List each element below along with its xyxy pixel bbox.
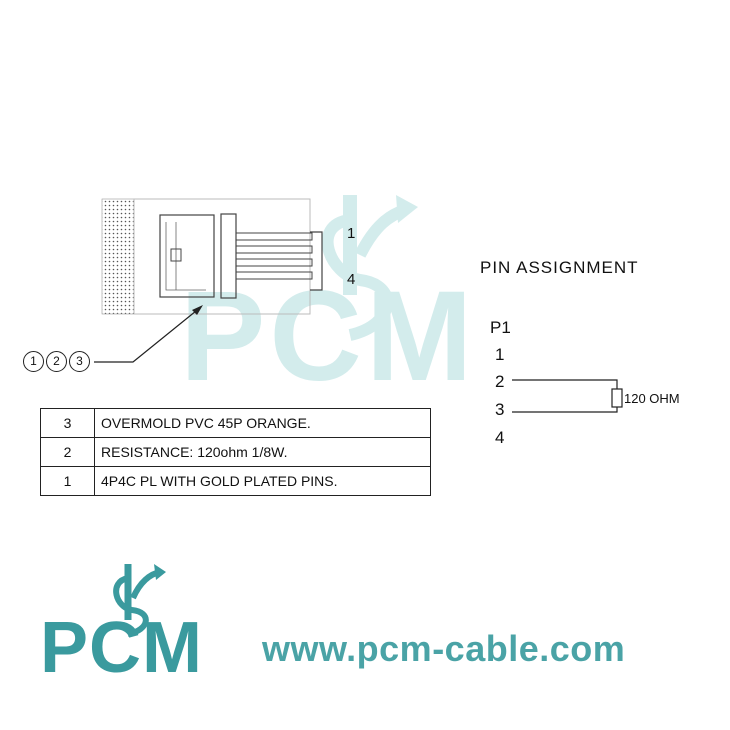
- pin-3: 3: [495, 400, 505, 419]
- resistor-label: 120 OHM: [624, 391, 680, 406]
- table-row: 1 4P4C PL WITH GOLD PLATED PINS.: [40, 466, 431, 496]
- contact-pin-3: [235, 258, 313, 267]
- bom-table: 3 OVERMOLD PVC 45P ORANGE. 2 RESISTANCE:…: [40, 408, 431, 496]
- balloon-1: 1: [23, 351, 44, 372]
- pin-4: 4: [495, 428, 505, 447]
- connector-label: P1: [490, 318, 511, 337]
- table-row: 2 RESISTANCE: 120ohm 1/8W.: [40, 437, 431, 467]
- logo-brand: PCM: [40, 608, 203, 688]
- brand-logo: PCM: [40, 560, 270, 684]
- plug-tip: [310, 231, 323, 291]
- balloon-2: 2: [46, 351, 67, 372]
- pin-label-top: 1: [347, 225, 356, 242]
- watermark-brand: PCM: [180, 265, 477, 408]
- bom-item-number: 1: [40, 466, 95, 496]
- leader-line: [94, 310, 197, 363]
- logo-swoosh-icon: [113, 564, 166, 637]
- table-row: 3 OVERMOLD PVC 45P ORANGE.: [40, 408, 431, 438]
- contact-holder: [220, 213, 237, 299]
- plug-latch: [159, 214, 215, 298]
- plug-body: [133, 198, 311, 315]
- bom-item-description: 4P4C PL WITH GOLD PLATED PINS.: [94, 466, 431, 496]
- watermark-swoosh-icon: [321, 195, 418, 341]
- bom-item-number: 2: [40, 437, 95, 467]
- pin-label-bottom: 4: [347, 271, 356, 288]
- balloon-3: 3: [69, 351, 90, 372]
- bom-item-description: OVERMOLD PVC 45P ORANGE.: [94, 408, 431, 438]
- pin-1: 1: [495, 345, 505, 364]
- watermark-logo: PCM: [160, 185, 580, 415]
- pin-2: 2: [495, 372, 505, 391]
- overmold-section: [101, 198, 135, 315]
- bom-item-description: RESISTANCE: 120ohm 1/8W.: [94, 437, 431, 467]
- latch-tab: [170, 248, 182, 262]
- contact-pin-4: [235, 271, 313, 280]
- contact-pin-1: [235, 232, 313, 241]
- pin-assignment-title: PIN ASSIGNMENT: [480, 258, 639, 277]
- website-url[interactable]: www.pcm-cable.com: [262, 628, 626, 669]
- bom-item-number: 3: [40, 408, 95, 438]
- contact-pin-2: [235, 245, 313, 254]
